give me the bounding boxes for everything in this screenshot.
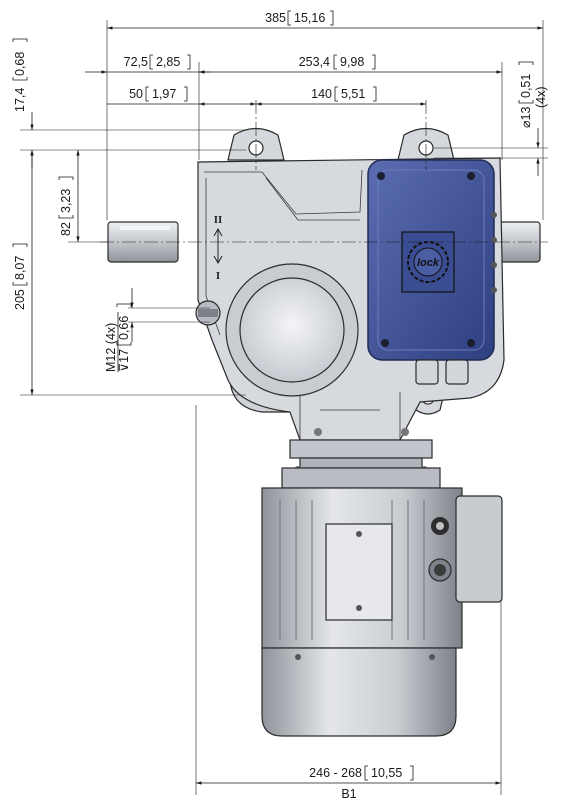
motor-terminal-box (455, 495, 503, 603)
dim-total-height: 205 (13, 289, 27, 310)
dimension-lines (30, 26, 543, 785)
extension-lines (20, 20, 548, 795)
dim-top-height-in: 0,68 (13, 52, 27, 76)
center-lines (100, 100, 548, 243)
logo-text: lock (417, 257, 440, 269)
dim-hole-dia-in: 0,51 (519, 74, 533, 98)
dim-top-hole-span: 140 (311, 87, 332, 101)
dim-motor-width: 246 - 268 (309, 766, 362, 780)
dim-shaft-offset: 50 (129, 87, 143, 101)
dimension-labels: 385 15,16 72,5 2,85 253,4 9,98 50 1,97 1… (12, 10, 548, 801)
gearbox-illustration: II I lock (107, 127, 541, 737)
dim-hole-dia: ⌀13 (519, 107, 533, 128)
motor-fan-cowl (261, 647, 457, 737)
dim-motor-label: B1 (341, 787, 356, 801)
flange-plate (289, 439, 433, 459)
roman-bottom: I (216, 270, 220, 282)
roman-top: II (214, 214, 223, 226)
dim-motor-width-in: 10,55 (371, 766, 402, 780)
dim-overall-width-in: 15,16 (294, 11, 325, 25)
dim-total-height-in: 8,07 (13, 256, 27, 280)
housing-rim (204, 169, 363, 215)
dim-overall-width: 385 (265, 11, 286, 25)
dim-thread-depth-in: 0,66 (117, 316, 131, 340)
motor (261, 467, 503, 737)
dim-thread: M12 (4x) (104, 323, 118, 372)
dim-top-height: 17,4 (13, 88, 27, 112)
dim-shaft-height: 82 (59, 222, 73, 236)
dim-shaft-height-in: 3,23 (59, 189, 73, 213)
dim-thread-depth: ⊽17 (117, 349, 131, 372)
dim-top-hole-span-in: 5,51 (341, 87, 365, 101)
blue-cover: lock (367, 159, 495, 361)
dim-left-offset-in: 2,85 (156, 55, 180, 69)
dim-hole-span-in: 9,98 (340, 55, 364, 69)
dim-shaft-offset-in: 1,97 (152, 87, 176, 101)
motor-nameplate (325, 523, 393, 621)
input-hub (225, 263, 359, 397)
position-indicator: II I (213, 214, 223, 282)
handwheel-knob (195, 300, 221, 326)
cable-glands (415, 359, 469, 385)
dim-left-offset: 72,5 (124, 55, 148, 69)
dim-hole-span: 253,4 (299, 55, 330, 69)
dim-hole-count: (4x) (534, 86, 548, 108)
